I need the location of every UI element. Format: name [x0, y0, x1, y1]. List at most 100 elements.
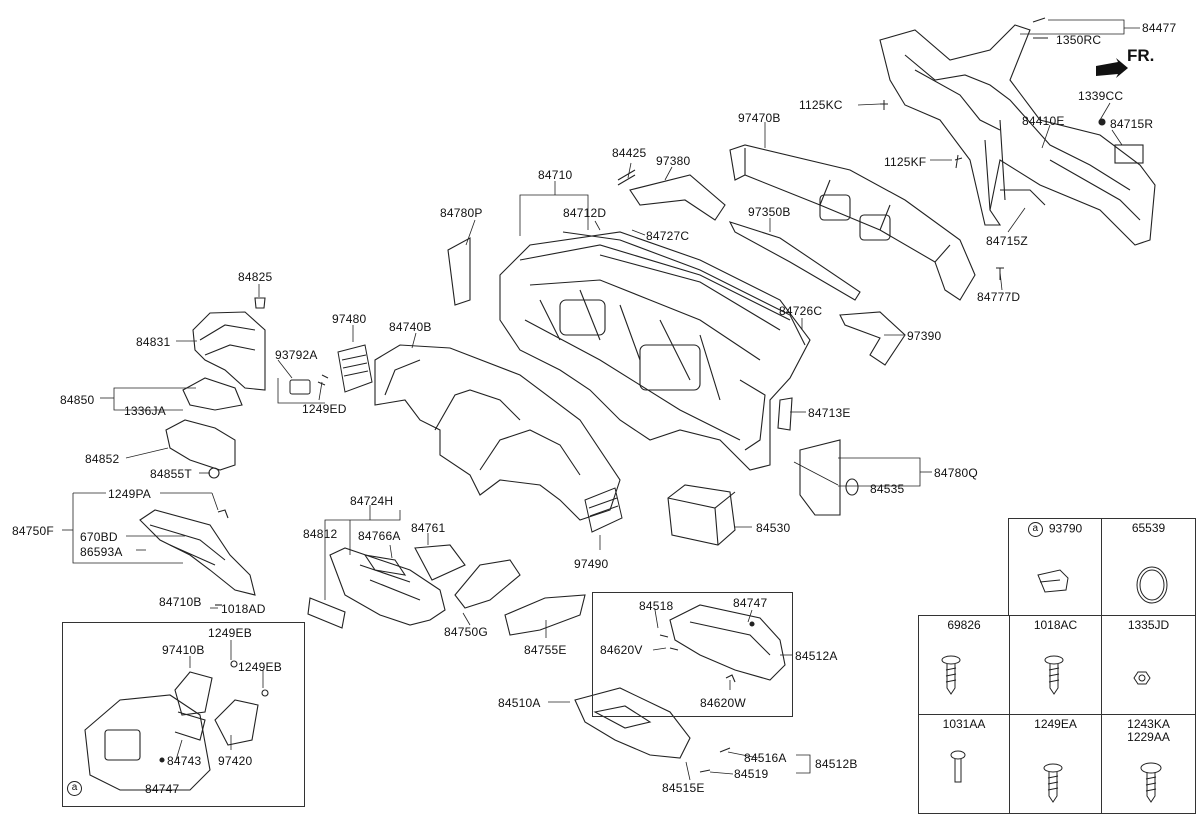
callout-97390: 97390: [907, 329, 942, 343]
cluster-hood: [192, 297, 266, 391]
callout-97420: 97420: [218, 754, 253, 768]
inset-box: [62, 622, 305, 807]
callout-84750F: 84750F: [12, 524, 54, 538]
callout-84831: 84831: [136, 335, 171, 349]
callout-84780P: 84780P: [440, 206, 483, 220]
callout-1336JA: 1336JA: [124, 404, 166, 418]
callout-84518: 84518: [639, 599, 674, 613]
callout-84516A: 84516A: [744, 751, 787, 765]
callout-84766A: 84766A: [358, 529, 401, 543]
glovebox-inner: [659, 604, 786, 683]
callout-84515E: 84515E: [662, 781, 705, 795]
switch-parts: [289, 374, 329, 395]
callout-84812: 84812: [303, 527, 338, 541]
legend-cell-1018AC: 1018AC: [1009, 615, 1102, 715]
callout-84761: 84761: [411, 521, 446, 535]
center-vents: [337, 344, 623, 533]
callout-84750G: 84750G: [444, 625, 488, 639]
callout-84780Q: 84780Q: [934, 466, 978, 480]
callout-84530: 84530: [756, 521, 791, 535]
front-arrow: [1096, 58, 1128, 78]
legend-circle-a: a: [1027, 522, 1043, 537]
legend-cell-1249EA: 1249EA: [1009, 714, 1102, 814]
callout-1125KC: 1125KC: [799, 98, 843, 112]
inset-parts: [84, 660, 269, 791]
callout-97350B: 97350B: [748, 205, 791, 219]
callout-84425: 84425: [612, 146, 647, 160]
callout-84727C: 84727C: [646, 229, 690, 243]
callout-84755E: 84755E: [524, 643, 567, 657]
side-panels: [447, 237, 859, 516]
callout-84825: 84825: [238, 270, 273, 284]
legend-cell-1031AA: 1031AA: [918, 714, 1010, 814]
crash-pad-main: [499, 231, 811, 471]
callout-1018AD: 1018AD: [221, 602, 266, 616]
legend-cell-1335JD: 1335JD: [1101, 615, 1196, 715]
cowl-cross-member: [879, 17, 1156, 246]
callout-97410B: 97410B: [162, 643, 205, 657]
callout-84712D: 84712D: [563, 206, 607, 220]
callout-93792A: 93792A: [275, 348, 318, 362]
legend-code: 93790: [1048, 521, 1083, 536]
callout-1125KF: 1125KF: [884, 155, 927, 169]
callout-84713E: 84713E: [808, 406, 851, 420]
legend-cell-93790: a 93790: [1008, 518, 1102, 616]
callout-84726C: 84726C: [779, 304, 823, 318]
legend-code: 65539: [1131, 521, 1166, 535]
callout-1249ED: 1249ED: [302, 402, 347, 416]
callout-84510A: 84510A: [498, 696, 541, 710]
side-lower-covers: [454, 559, 586, 636]
glovebox: [574, 687, 731, 773]
legend-code: 1229AA: [1127, 730, 1170, 744]
callout-97490: 97490: [574, 557, 609, 571]
lower-pad-center: [307, 544, 466, 629]
callout-84715R: 84715R: [1110, 117, 1154, 131]
callout-97380: 97380: [656, 154, 691, 168]
callout-84743: 84743: [167, 754, 202, 768]
legend-code: 1243KA: [1127, 717, 1170, 731]
legend-cell-69826: 69826: [918, 615, 1010, 715]
callout-84852: 84852: [85, 452, 120, 466]
callout-1249EB-1: 1249EB: [208, 626, 252, 640]
callout-97480: 97480: [332, 312, 367, 326]
callout-84777D: 84777D: [977, 290, 1021, 304]
legend-code: 1249EA: [1034, 717, 1077, 731]
legend-code: 1031AA: [942, 717, 986, 731]
column-shroud: [165, 377, 243, 479]
legend-code: 1335JD: [1127, 618, 1170, 632]
legend-code: 1018AC: [1033, 618, 1078, 632]
callout-1249EB-2: 1249EB: [238, 660, 282, 674]
callout-84747-b: 84747: [145, 782, 180, 796]
callout-84710: 84710: [538, 168, 573, 182]
reference-circle-a: a: [67, 780, 88, 798]
callout-84477: 84477: [1142, 21, 1177, 35]
callout-84512A: 84512A: [795, 649, 838, 663]
lower-pad-left: [139, 509, 256, 606]
callout-84519: 84519: [734, 767, 769, 781]
callout-1249PA: 1249PA: [108, 487, 152, 501]
callout-84740B: 84740B: [389, 320, 432, 334]
glovebox-inner-box: [592, 592, 793, 717]
callout-1350RC: 1350RC: [1056, 33, 1102, 47]
callout-84410E: 84410E: [1022, 114, 1065, 128]
front-label: FR.: [1127, 46, 1155, 65]
callout-84855T: 84855T: [150, 467, 192, 481]
callout-84512B: 84512B: [815, 757, 858, 771]
callout-84535: 84535: [870, 482, 905, 496]
cluster-fascia: [374, 344, 621, 521]
legend-cell-1243KA: 1243KA 1229AA: [1101, 714, 1196, 814]
callout-84747-a: 84747: [733, 596, 768, 610]
callout-84620W: 84620W: [700, 696, 746, 710]
callout-86593A: 86593A: [80, 545, 123, 559]
callout-670BD: 670BD: [80, 530, 118, 544]
callout-84715Z: 84715Z: [986, 234, 1028, 248]
center-module: [667, 484, 736, 546]
air-ducts: [617, 144, 976, 366]
callout-1339CC: 1339CC: [1078, 89, 1124, 103]
callout-97470B: 97470B: [738, 111, 781, 125]
legend-cell-65539: 65539: [1101, 518, 1196, 616]
legend-drawings: [941, 566, 1168, 803]
screws-upper: [880, 100, 1004, 280]
